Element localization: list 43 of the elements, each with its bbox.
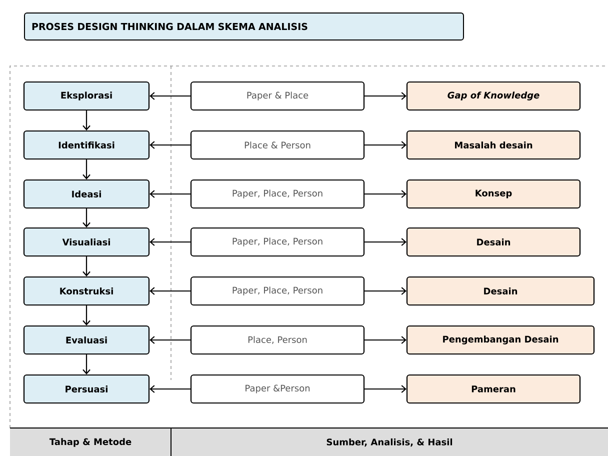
result-box: Gap of Knowledge — [406, 81, 581, 111]
arrow — [150, 141, 190, 149]
arrow — [364, 190, 406, 198]
step-box: Konstruksi — [23, 276, 150, 306]
result-box: Desain — [406, 276, 595, 306]
arrow — [364, 238, 406, 246]
source-box: Paper &Person — [190, 374, 365, 404]
arrow — [82, 160, 90, 180]
arrow — [364, 385, 406, 393]
arrow — [150, 238, 190, 246]
arrow — [82, 110, 90, 130]
result-box: Pengembangan Desain — [406, 325, 595, 355]
source-box: Paper, Place, Person — [190, 276, 365, 306]
source-box: Paper, Place, Person — [190, 179, 365, 209]
step-box: Eksplorasi — [23, 81, 150, 111]
result-box: Konsep — [406, 179, 581, 209]
source-box: Paper, Place, Person — [190, 227, 365, 257]
step-box: Visualiasi — [23, 227, 150, 257]
step-box: Evaluasi — [23, 325, 150, 355]
arrow — [150, 336, 190, 344]
result-box: Desain — [406, 227, 581, 257]
arrow — [364, 287, 406, 295]
header-cell: Tahap & Metode — [10, 428, 172, 456]
arrow — [82, 354, 90, 374]
source-box: Place & Person — [190, 130, 365, 160]
arrow — [82, 306, 90, 326]
title-box: PROSES DESIGN THINKING DALAM SKEMA ANALISIS — [24, 12, 464, 40]
arrow — [150, 190, 190, 198]
arrow — [364, 92, 406, 100]
arrow — [82, 208, 90, 228]
arrow — [364, 336, 406, 344]
source-box: Paper & Place — [190, 81, 365, 111]
result-box: Pameran — [406, 374, 581, 404]
source-box: Place, Person — [190, 325, 365, 355]
arrow — [150, 385, 190, 393]
arrow — [82, 256, 90, 276]
step-box: Ideasi — [23, 179, 150, 209]
step-box: Identifikasi — [23, 130, 150, 160]
arrow — [150, 92, 190, 100]
arrow — [364, 141, 406, 149]
step-box: Persuasi — [23, 374, 150, 404]
arrow — [150, 287, 190, 295]
result-box: Masalah desain — [406, 130, 581, 160]
